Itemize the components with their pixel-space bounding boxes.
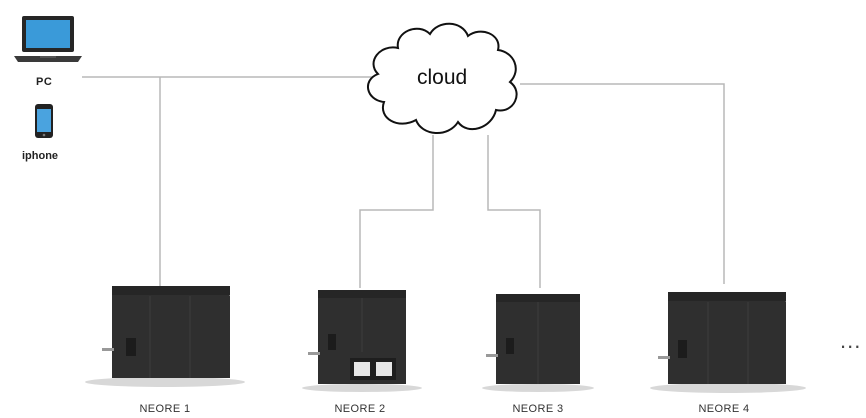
line-cloud-to-neore-2 [359,135,434,288]
pc-label: PC [36,76,53,88]
neore-1-label: NEORE 1 [139,403,191,415]
neore-2-device [302,290,422,392]
iphone-label: iphone [22,150,59,162]
cloud-label: cloud [417,66,468,89]
neore-4-device [650,292,806,393]
ellipsis-icon: ... [840,328,862,353]
line-cloud-to-neore-3 [487,135,541,288]
laptop-icon [14,16,82,62]
connectors [82,76,725,288]
smartphone-icon [35,104,53,138]
neore-3-device [482,294,594,392]
line-cloud-to-neore-4 [520,83,725,284]
neore-4-label: NEORE 4 [698,403,750,415]
neore-1-device [85,286,245,387]
neore-3-label: NEORE 3 [512,403,564,415]
neore-2-label: NEORE 2 [334,403,386,415]
cloud-icon [367,22,518,134]
